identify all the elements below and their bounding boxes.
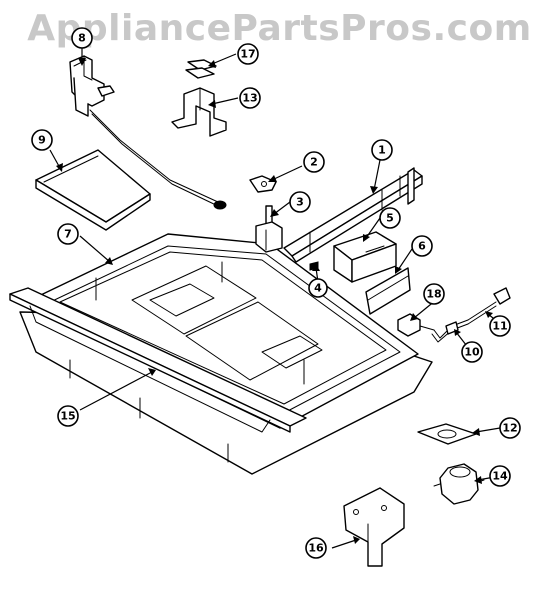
callout-8: 8 bbox=[71, 27, 93, 49]
part-13-bracket bbox=[171, 87, 227, 137]
part-12-gasket bbox=[417, 423, 477, 445]
callout-13: 13 bbox=[239, 87, 261, 109]
svg-text:13: 13 bbox=[242, 92, 257, 105]
callout-2: 2 bbox=[303, 151, 325, 173]
svg-text:11: 11 bbox=[492, 320, 507, 333]
callout-18: 18 bbox=[423, 283, 445, 305]
svg-text:3: 3 bbox=[296, 196, 304, 209]
svg-text:10: 10 bbox=[464, 346, 480, 359]
svg-text:9: 9 bbox=[38, 134, 46, 147]
callout-4: 4 bbox=[308, 278, 328, 298]
svg-text:6: 6 bbox=[418, 240, 426, 253]
part-6-module-bracket bbox=[365, 267, 411, 315]
svg-text:5: 5 bbox=[386, 212, 394, 225]
callout-5: 5 bbox=[379, 207, 401, 229]
callout-7: 7 bbox=[57, 223, 79, 245]
callout-9: 9 bbox=[31, 129, 53, 151]
part-16-bracket bbox=[343, 487, 405, 567]
callout-14: 14 bbox=[489, 465, 511, 487]
svg-text:7: 7 bbox=[64, 228, 72, 241]
svg-text:15: 15 bbox=[60, 410, 75, 423]
leader-arrowheads bbox=[56, 58, 493, 544]
svg-text:14: 14 bbox=[492, 470, 508, 483]
part-9-cover-plate bbox=[35, 149, 151, 231]
part-2-clip bbox=[249, 175, 277, 193]
callout-11: 11 bbox=[489, 315, 511, 337]
part-8-thermostat bbox=[69, 55, 227, 210]
callout-3: 3 bbox=[289, 191, 311, 213]
callout-16: 16 bbox=[305, 537, 327, 559]
svg-text:4: 4 bbox=[314, 282, 322, 295]
part-5-spark-module bbox=[333, 231, 397, 283]
svg-text:16: 16 bbox=[308, 542, 324, 555]
svg-text:18: 18 bbox=[426, 288, 441, 301]
part-1-burner bbox=[283, 167, 423, 263]
svg-text:12: 12 bbox=[502, 422, 517, 435]
callout-1: 1 bbox=[371, 139, 393, 161]
part-15-trim-bar bbox=[9, 287, 307, 433]
svg-text:2: 2 bbox=[310, 156, 318, 169]
part-14-regulator bbox=[433, 463, 485, 505]
part-17-pads bbox=[185, 59, 217, 79]
watermark-text: AppliancePartsPros.com bbox=[27, 8, 532, 49]
callout-15: 15 bbox=[57, 405, 79, 427]
svg-text:8: 8 bbox=[78, 32, 86, 45]
svg-text:1: 1 bbox=[378, 144, 386, 157]
callout-10: 10 bbox=[461, 341, 483, 363]
callout-6: 6 bbox=[411, 235, 433, 257]
part-3-igniter bbox=[255, 205, 283, 253]
svg-text:17: 17 bbox=[240, 48, 255, 61]
callout-labels: 8 17 13 9 2 1 3 5 7 6 4 18 11 10 15 12 1… bbox=[31, 27, 521, 559]
callout-17: 17 bbox=[237, 43, 259, 65]
callout-12: 12 bbox=[499, 417, 521, 439]
